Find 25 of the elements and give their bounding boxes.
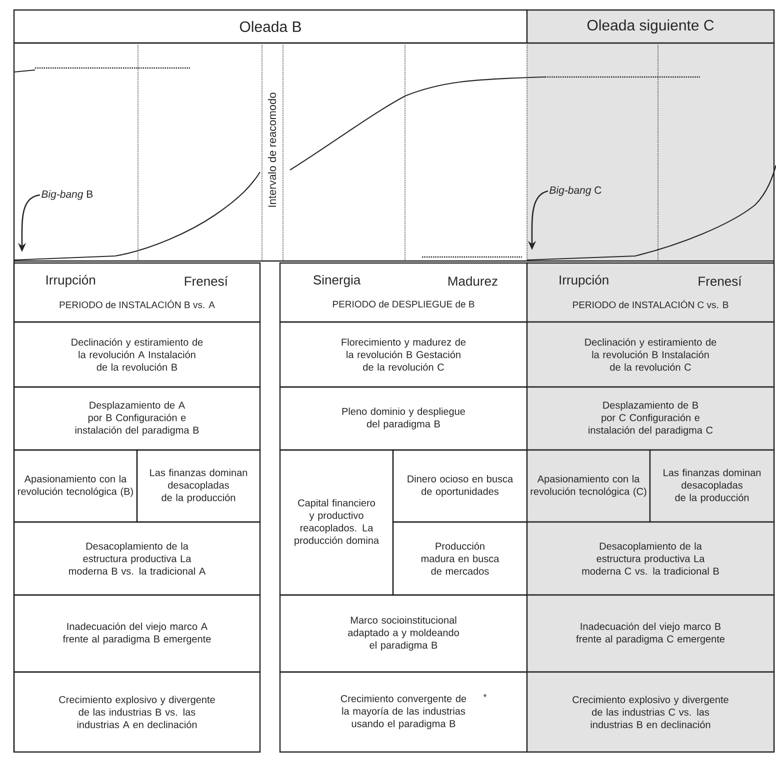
table-cell: Crecimiento explosivo y divergente de las industrias B vs. las industrias A en declinación: [13, 671, 261, 753]
table-cell: Crecimiento explosivo y divergente de las industrias C vs. las industrias B en declinación: [526, 671, 775, 753]
table-cell: Inadecuación del viejo marco A frente al paradigma B emergente: [13, 594, 261, 673]
rotated-label: Intervalo de reacomodo: [268, 92, 276, 207]
table-cell: Desacoplamiento de la estructura productiva La moderna B vs. la tradicional A: [13, 521, 261, 596]
heading-band: Oleada siguiente C: [526, 9, 775, 44]
table-cell: Inadecuación del viejo marco B frente al paradigma C emergente: [526, 594, 775, 673]
arrow-label: Big-bang B: [42, 190, 93, 200]
table-cell: Declinación y estiramiento de la revolución B Instalación de la revolución C: [526, 321, 775, 388]
footnote-mark: *: [483, 694, 487, 698]
table-cell: Apasionamiento con la revolución tecnológica (C): [526, 449, 651, 523]
table-cell: Desplazamiento de A por B Configuración e instalación del paradigma B: [13, 386, 261, 451]
table-cell: Las finanzas dominan desacopladas de la producción: [136, 449, 261, 523]
period-header: Irrupción Frenesí PERIODO de INSTALACIÓN C vs. B: [526, 262, 775, 323]
heading-band: Oleada B: [13, 9, 528, 44]
period-header: Sinergia Madurez PERIODO de DESPLIEGUE de B: [279, 262, 528, 323]
table-cell: Pleno dominio y despliegue del paradigma B: [279, 386, 528, 451]
table-cell: Florecimiento y madurez de la revolución B Gestación de la revolución C: [279, 321, 528, 388]
table-cell: Declinación y estiramiento de la revolución A Instalación de la revolución B: [13, 321, 261, 388]
table-cell: Capital financiero y productivo reacoplados. La producción domina: [279, 449, 394, 596]
table-cell: Desplazamiento de B por C Configuración e instalación del paradigma C: [526, 386, 775, 451]
table-cell: Apasionamiento con la revolución tecnológica (B): [13, 449, 138, 523]
period-header: Irrupción Frenesí PERIODO de INSTALACIÓN B vs. A: [13, 262, 261, 323]
table-cell: Las finanzas dominan desacopladas de la producción: [649, 449, 775, 523]
arrow-label: Big-bang C: [550, 186, 602, 196]
